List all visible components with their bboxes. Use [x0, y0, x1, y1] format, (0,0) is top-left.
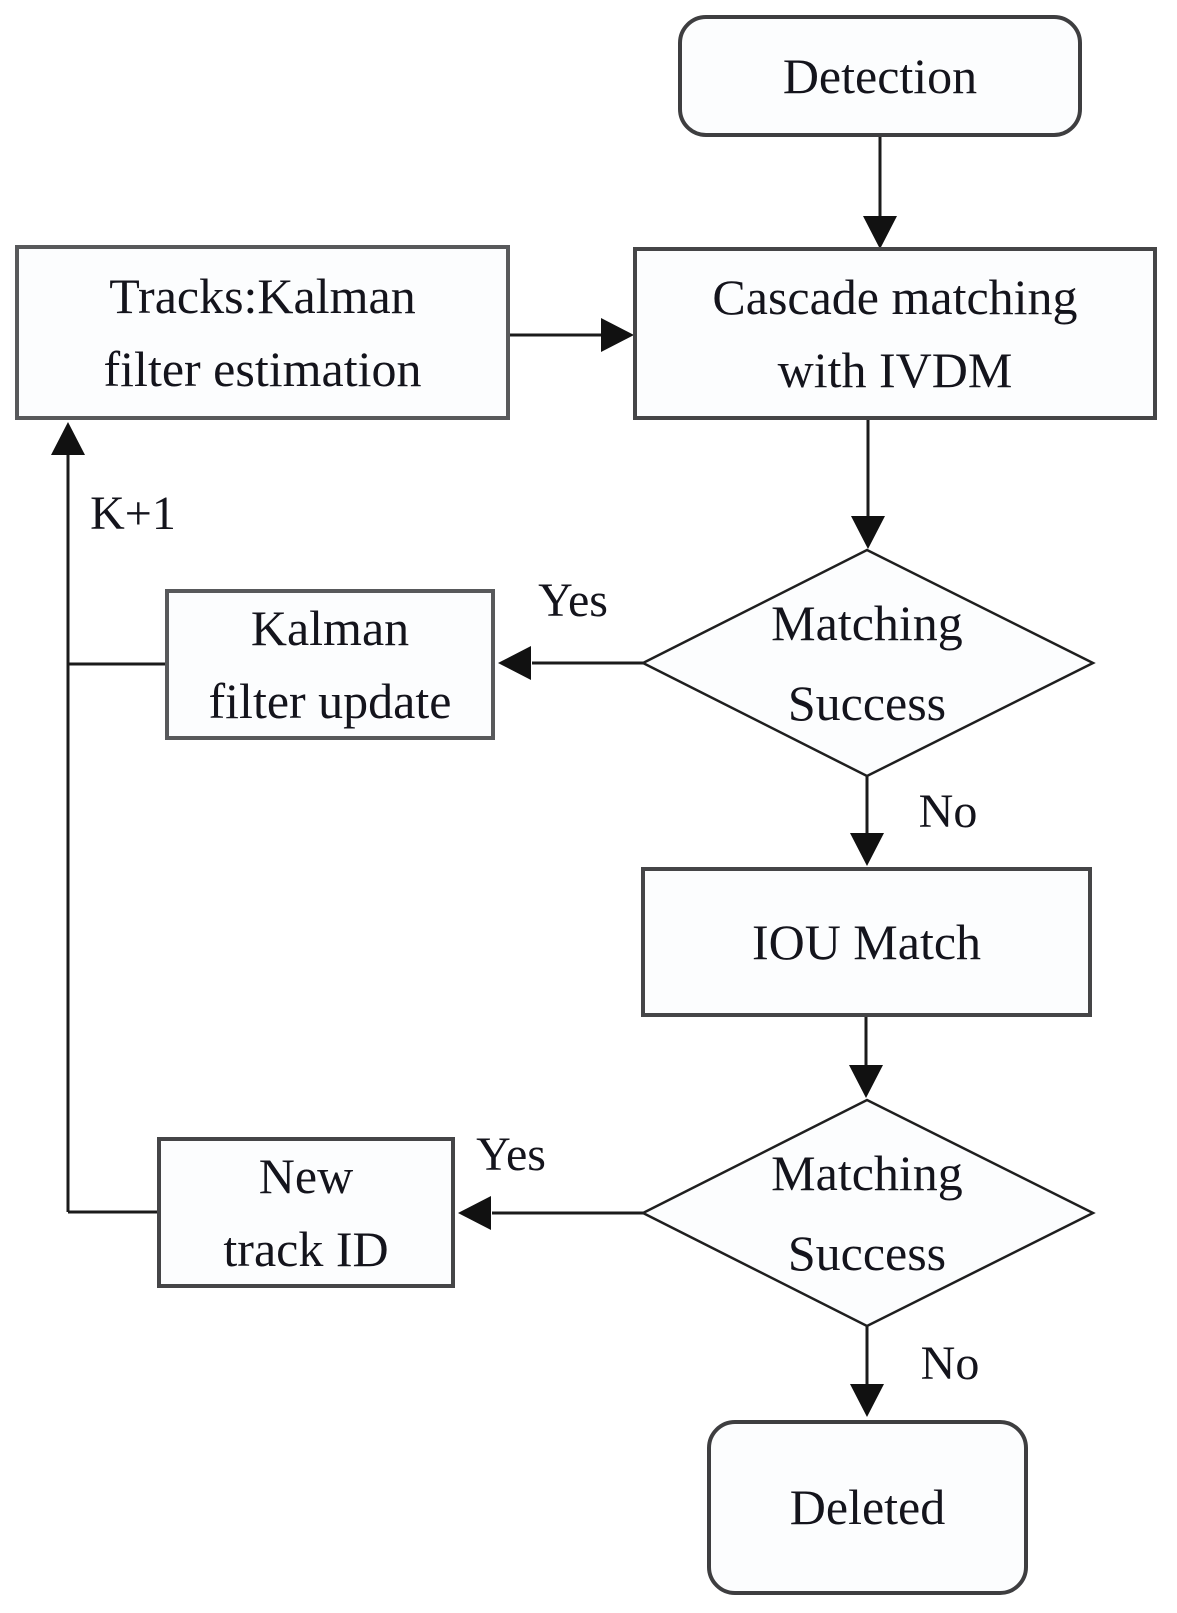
arrowhead-into-cascade-top: [863, 216, 897, 249]
node-tracks-kalman-line1: Tracks:Kalman: [109, 267, 416, 324]
node-cascade-matching-line2: with IVDM: [777, 341, 1013, 398]
edge-label-yes-decision2: Yes: [476, 1128, 546, 1181]
node-detection: Detection: [678, 15, 1082, 137]
arrowhead-into-tracks-bottom: [51, 422, 85, 455]
node-deleted-label: Deleted: [789, 1479, 946, 1535]
node-kalman-update-line1: Kalman: [250, 599, 410, 656]
arrowhead-into-kalman-update: [498, 646, 531, 680]
decision1-matching-success: Matching Success: [667, 577, 1067, 749]
decision2-diamond-shape: [640, 1098, 1096, 1328]
arrowhead-into-cascade-left: [601, 318, 634, 352]
decision2-matching-success: Matching Success: [667, 1127, 1067, 1299]
arrowhead-into-iou: [850, 833, 884, 866]
node-cascade-matching-line1: Cascade matching: [712, 268, 1078, 325]
decision-shapes-group: [640, 548, 1096, 1328]
arrowheads-group: [51, 216, 897, 1417]
node-kalman-update-line2: filter update: [208, 672, 452, 729]
edge-label-yes-decision1: Yes: [538, 574, 608, 627]
arrowhead-into-deleted: [850, 1384, 884, 1417]
decision1-line1: Matching: [771, 595, 963, 651]
node-new-track-line1: New: [258, 1147, 354, 1204]
decision1-diamond-shape: [640, 548, 1096, 778]
node-tracks-kalman-estimation: Tracks:Kalman filter estimation: [15, 245, 510, 420]
node-cascade-matching: Cascade matching with IVDM: [633, 247, 1157, 420]
edges-group: [66, 137, 882, 1386]
node-tracks-kalman-line2: filter estimation: [103, 340, 422, 397]
arrowhead-into-decision2: [849, 1065, 883, 1098]
node-new-track-id: New track ID: [157, 1137, 455, 1288]
arrowhead-into-new-track: [458, 1196, 491, 1230]
node-detection-label: Detection: [782, 47, 978, 104]
node-deleted: Deleted: [707, 1420, 1028, 1595]
edge-label-no-decision1: No: [918, 785, 978, 838]
arrowhead-into-decision1: [851, 516, 885, 549]
node-new-track-line2: track ID: [223, 1220, 389, 1277]
node-kalman-filter-update: Kalman filter update: [165, 589, 495, 740]
decision2-line1: Matching: [771, 1145, 963, 1201]
decision2-line2: Success: [787, 1225, 947, 1281]
decision1-line2: Success: [787, 675, 947, 731]
node-iou-match: IOU Match: [641, 867, 1092, 1017]
edge-label-k-plus-1: K+1: [90, 487, 176, 540]
node-iou-match-label: IOU Match: [751, 913, 982, 970]
edge-label-no-decision2: No: [920, 1337, 980, 1390]
